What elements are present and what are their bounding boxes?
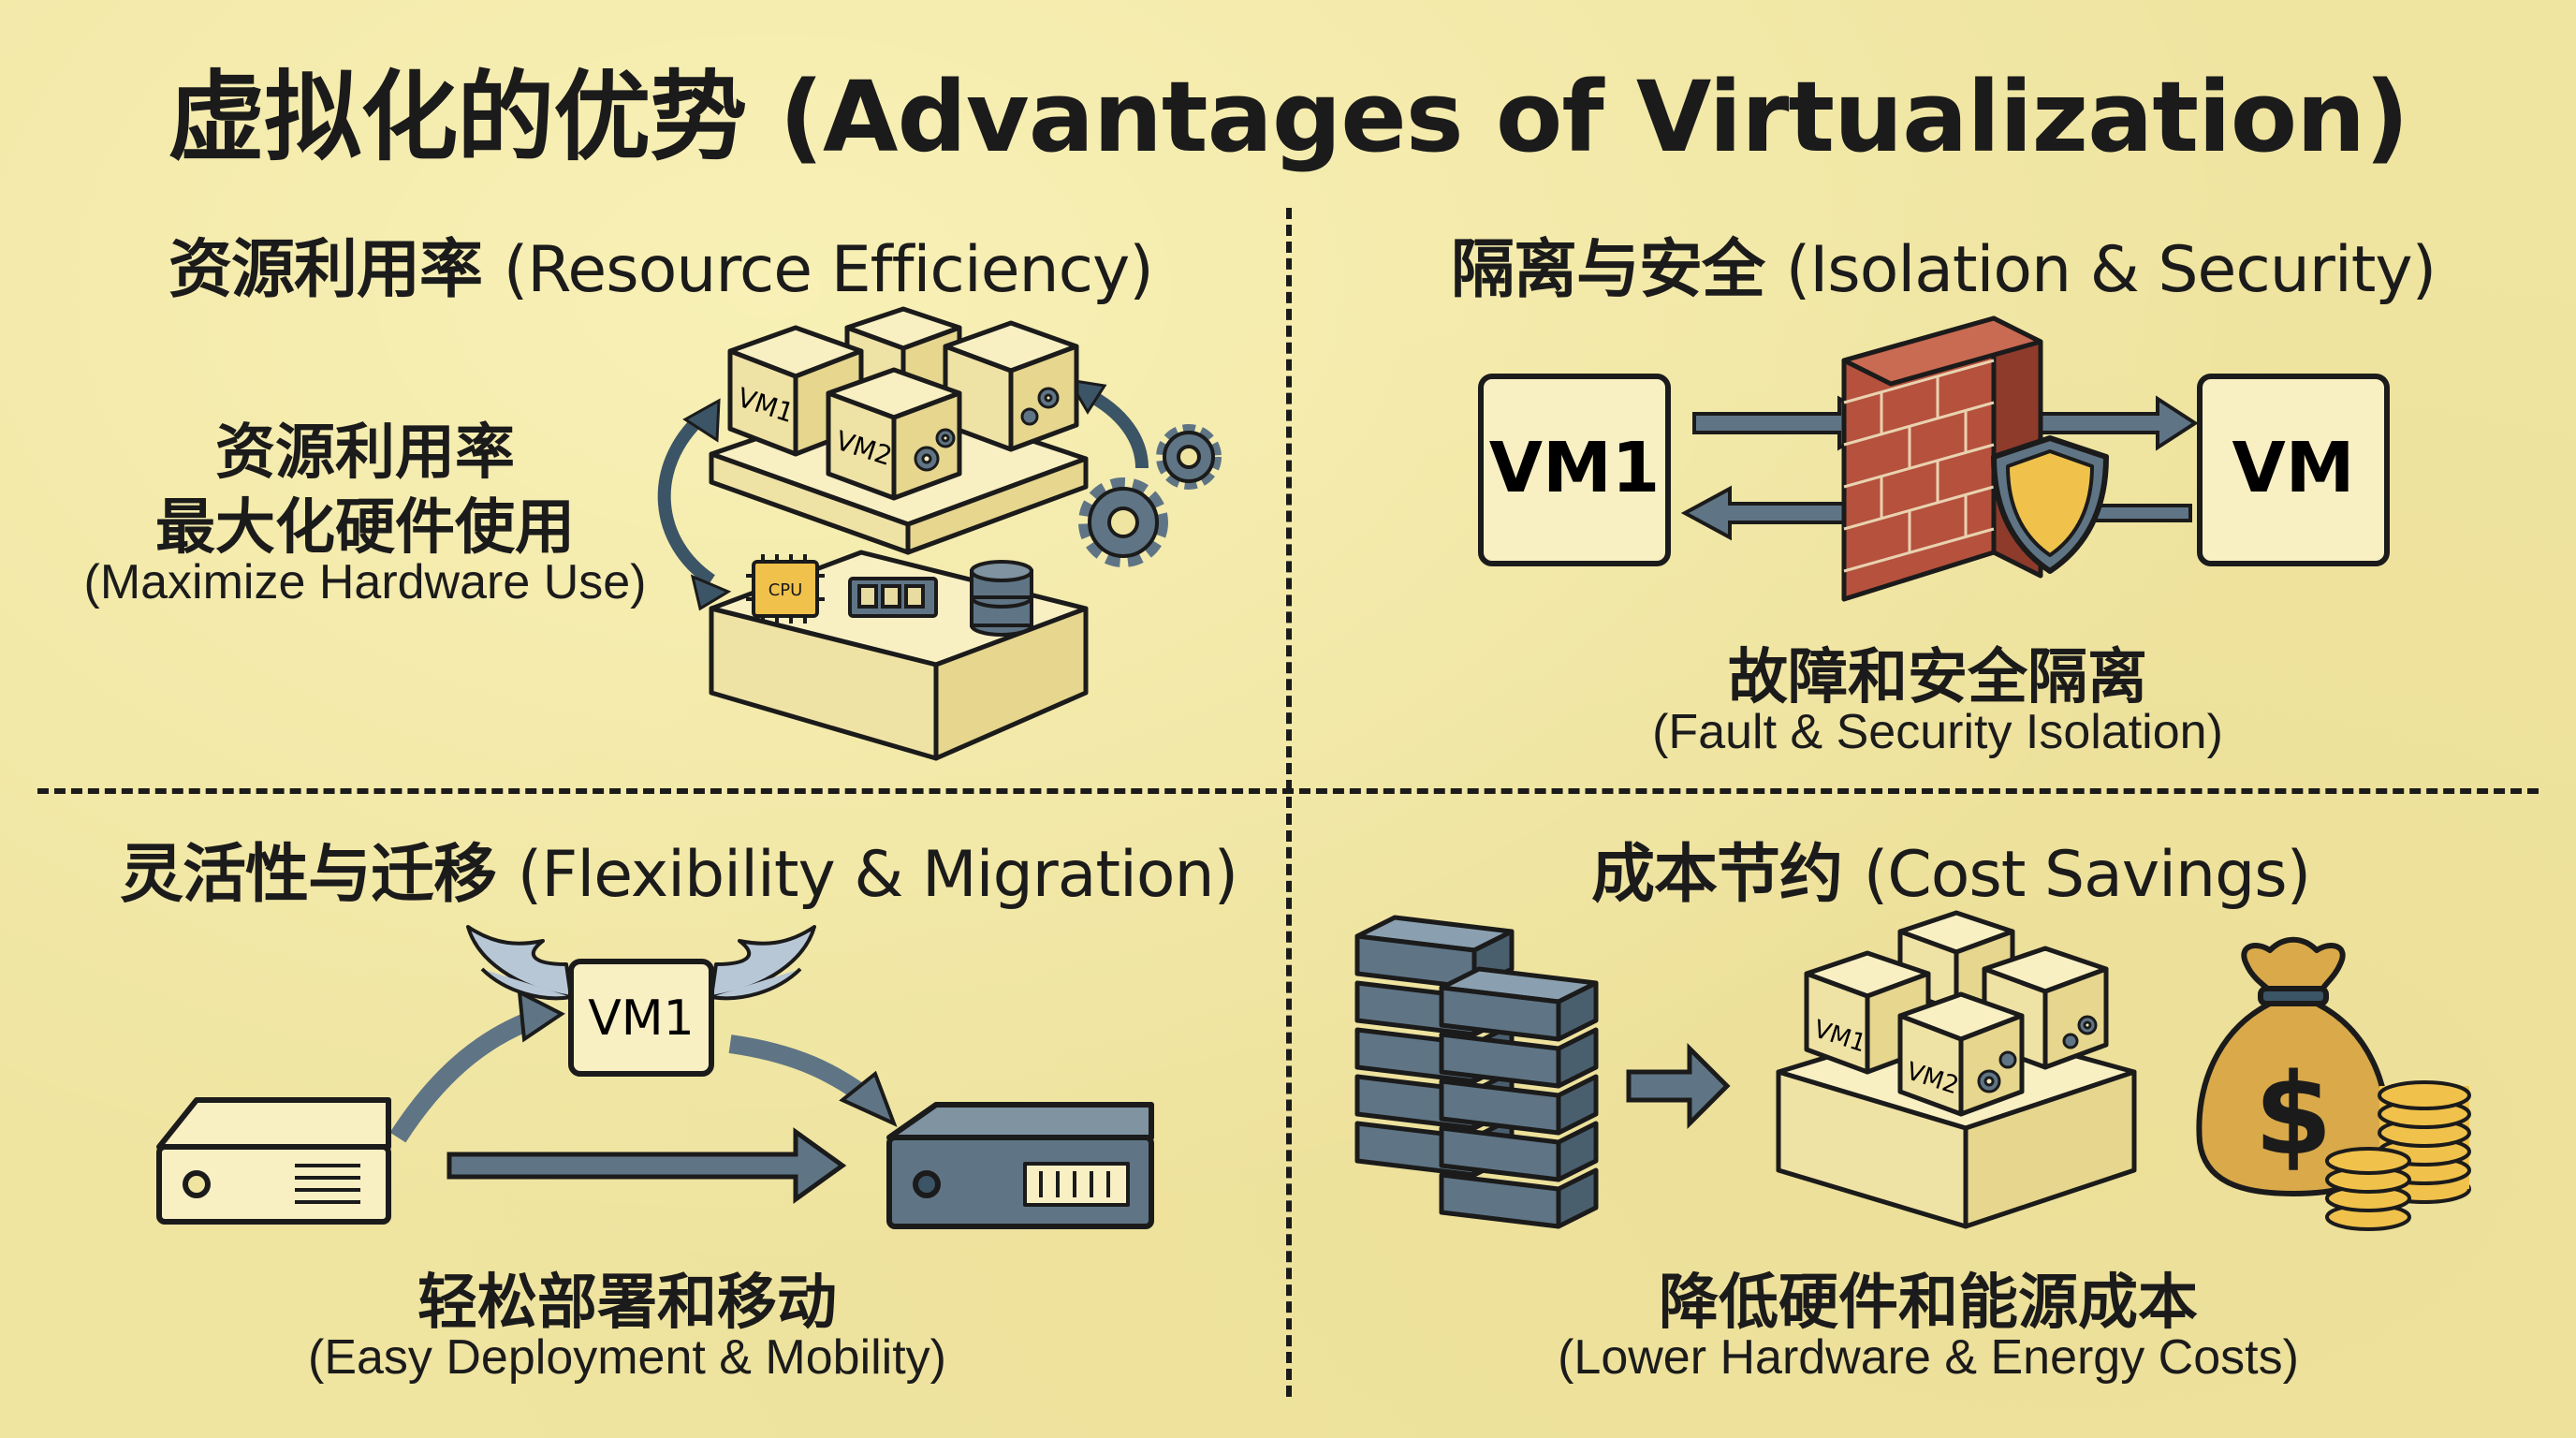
resource-illustration: CPU VM1 VM2	[657, 306, 1222, 761]
resource-caption-cn-2: 最大化硬件使用	[155, 493, 575, 563]
small-gear-icon	[914, 387, 1060, 472]
gear-icon	[1078, 424, 1222, 567]
shield-icon	[1991, 435, 2109, 574]
cycle-arrow-left-icon	[657, 411, 716, 586]
cost-caption-cn: 降低硬件和能源成本	[1659, 1269, 2198, 1338]
source-server-icon	[156, 1097, 391, 1225]
vm-right-label: VM	[2232, 428, 2355, 508]
cost-caption-en: (Lower Hardware & Energy Costs)	[1558, 1330, 2299, 1385]
vm-left-label: VM1	[1489, 428, 1660, 508]
consolidation-arrow-icon	[1626, 1042, 1731, 1130]
vm-floating-box	[568, 959, 714, 1077]
section-title-isolation-cn: 隔离与安全	[1451, 233, 1765, 307]
vm-left-box	[1478, 374, 1671, 566]
section-title-isolation: 隔离与安全 (Isolation & Security)	[1451, 217, 2437, 310]
money-bag-icon	[2196, 936, 2391, 1196]
section-title-flexibility: 灵活性与迁移 (Flexibility & Migration)	[120, 822, 1238, 915]
isolation-caption-cn: 故障和安全隔离	[1728, 643, 2147, 712]
ram-module-icon	[848, 577, 938, 618]
vm-right-box	[2197, 374, 2390, 566]
target-server-icon	[886, 1102, 1154, 1229]
firewall-icon	[1841, 315, 2043, 602]
section-title-isolation-en: (Isolation & Security)	[1785, 233, 2437, 307]
section-title-cost-en: (Cost Savings)	[1863, 838, 2312, 912]
vm-floating-label: VM1	[588, 990, 695, 1047]
flexibility-illustration: VM1	[156, 925, 1154, 1229]
section-title-resource: 资源利用率 (Resource Efficiency)	[168, 217, 1154, 310]
flexibility-caption-en: (Easy Deployment & Mobility)	[308, 1330, 946, 1385]
cpu-label: CPU	[768, 580, 803, 600]
section-title-flexibility-cn: 灵活性与迁移	[120, 838, 497, 912]
curved-arrow-down-icon	[728, 1034, 876, 1108]
migration-arrow-icon	[446, 1127, 847, 1204]
page-title: 虚拟化的优势 (Advantages of Virtualization)	[168, 60, 2409, 174]
flexibility-caption-cn: 轻松部署和移动	[417, 1269, 837, 1338]
cpu-chip-icon	[746, 554, 825, 624]
vertical-divider	[1286, 208, 1292, 1397]
small-gear-icon	[1977, 1015, 2098, 1093]
storage-disk-icon	[970, 560, 1033, 637]
resource-caption-cn-1: 资源利用率	[215, 418, 515, 488]
horizontal-divider	[37, 788, 2539, 794]
coin-stack-icon	[2325, 1080, 2471, 1231]
cycle-arrow-right-icon	[1082, 387, 1149, 469]
section-title-resource-cn: 资源利用率	[168, 233, 483, 307]
dollar-sign-icon: $	[2254, 1050, 2333, 1181]
section-title-cost-cn: 成本节约	[1591, 838, 1843, 912]
cost-illustration: VM1 VM2 $	[1354, 910, 2471, 1231]
curved-arrow-up-icon	[389, 1006, 547, 1143]
section-title-cost: 成本节约 (Cost Savings)	[1591, 822, 2312, 915]
section-title-resource-en: (Resource Efficiency)	[503, 233, 1154, 307]
section-title-flexibility-en: (Flexibility & Migration)	[517, 838, 1238, 912]
vm-cubes-icon	[1804, 910, 2109, 1117]
isolation-illustration: VM1 VM	[1478, 315, 2390, 602]
server-stack-icon	[1354, 915, 1599, 1229]
isolation-caption-en: (Fault & Security Isolation)	[1652, 705, 2223, 759]
wings-icon	[466, 925, 816, 1001]
resource-caption-en: (Maximize Hardware Use)	[83, 555, 647, 609]
